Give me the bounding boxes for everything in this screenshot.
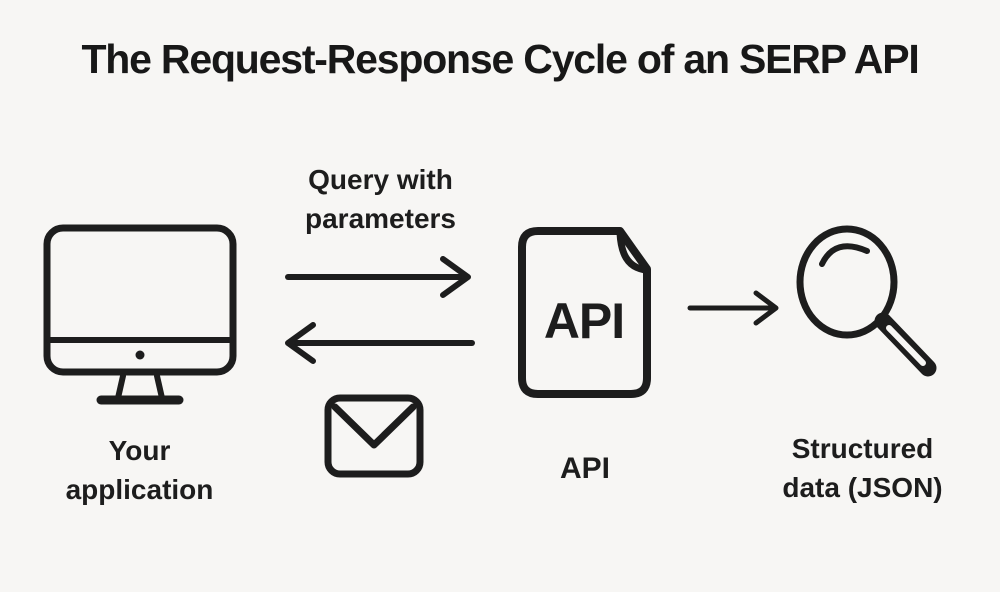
magnifying-glass-icon xyxy=(796,225,937,377)
arrow-right-icon xyxy=(285,256,471,298)
api-document-icon: API xyxy=(518,227,651,398)
output-label: Structured data (JSON) xyxy=(782,433,943,503)
api-label: API xyxy=(559,452,610,485)
arrow-left-icon xyxy=(285,322,475,364)
envelope-icon xyxy=(324,394,424,478)
api-document-text: API xyxy=(544,293,624,349)
request-label: Query with parameters xyxy=(305,164,456,234)
diagram-title: The Request-Response Cycle of an SERP AP… xyxy=(81,36,919,82)
application-label: Your application xyxy=(65,435,214,505)
monitor-icon xyxy=(43,224,237,405)
arrow-right-small-icon xyxy=(687,290,779,326)
